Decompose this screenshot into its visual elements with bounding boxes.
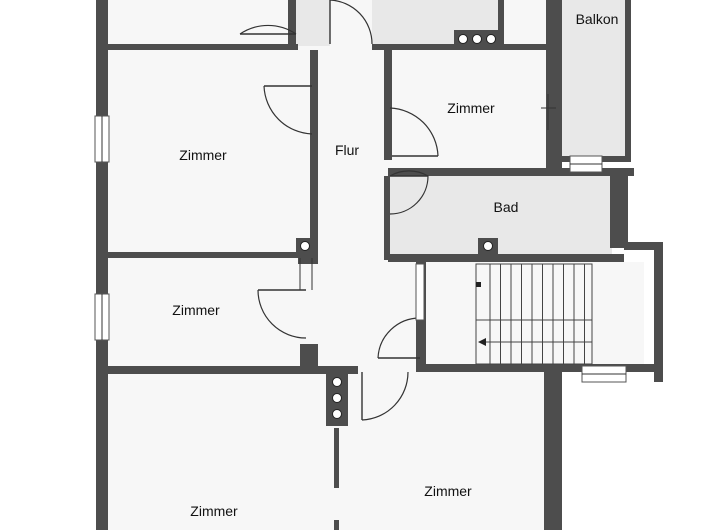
outer-wall-left [96,0,108,530]
wall-room3-corner [298,256,318,264]
floor-areas [108,0,644,530]
door-arc-top-left [239,24,297,35]
door-arc-room3 [257,289,307,339]
shaft-circle-2 [472,34,482,44]
wall-stair-bottom [416,364,662,372]
wall-bath-top [388,168,634,176]
wall-room3-right [300,344,318,372]
wall-balcony-outer [625,0,631,160]
door-arc-room1 [263,85,313,135]
door-arc-bath [389,170,429,215]
wall-kitchen-right [498,0,504,46]
wall-top-left [108,44,298,50]
label-zimmer-bottom-left: Zimmer [190,503,238,519]
wall-bottom-divider-end [334,520,339,530]
wall-bath-right [610,168,628,248]
wall-room2-left [384,50,392,160]
staircase [475,263,593,365]
wall-stair-top [624,242,662,250]
shaft-circle-3 [486,34,496,44]
wall-room1-bottom [108,252,318,258]
wall-niche-left [288,0,296,50]
room-labels: Balkon Zimmer Zimmer Flur Bad Zimmer Zim… [172,11,618,519]
wall-stair-right [654,242,663,382]
label-zimmer-left-middle: Zimmer [172,302,220,318]
stair-start-marker [476,282,481,287]
label-bad: Bad [494,199,519,215]
label-flur: Flur [335,142,359,158]
label-zimmer-left-upper: Zimmer [179,147,227,163]
installation-shafts [296,30,500,426]
wall-room3-bottom [108,366,318,374]
windows [94,94,627,383]
doors [239,0,439,421]
walls [96,0,663,530]
wall-bottom-divider [334,428,339,488]
stair-arrow-icon [478,338,486,346]
wall-balcony-inner [546,0,562,168]
stairwell-floor [426,262,644,370]
label-zimmer-top-right: Zimmer [447,100,495,116]
door-arc-top-right [329,0,373,45]
wall-bath-left [384,176,390,260]
wall-room1-right [310,50,318,254]
stair-glass [415,263,425,321]
bathroom-floor [390,176,612,256]
niche-floor [296,0,330,46]
wall-corridor-bottom [318,366,358,374]
door-arc-room2 [389,107,439,157]
label-zimmer-bottom-right: Zimmer [424,483,472,499]
door-arc-stair [377,317,421,359]
wall-bath-bottom [388,254,624,262]
door-arc-entrance [361,371,409,421]
wall-room5-right [544,372,562,530]
label-balkon: Balkon [576,11,619,27]
shaft-circle-1 [458,34,468,44]
